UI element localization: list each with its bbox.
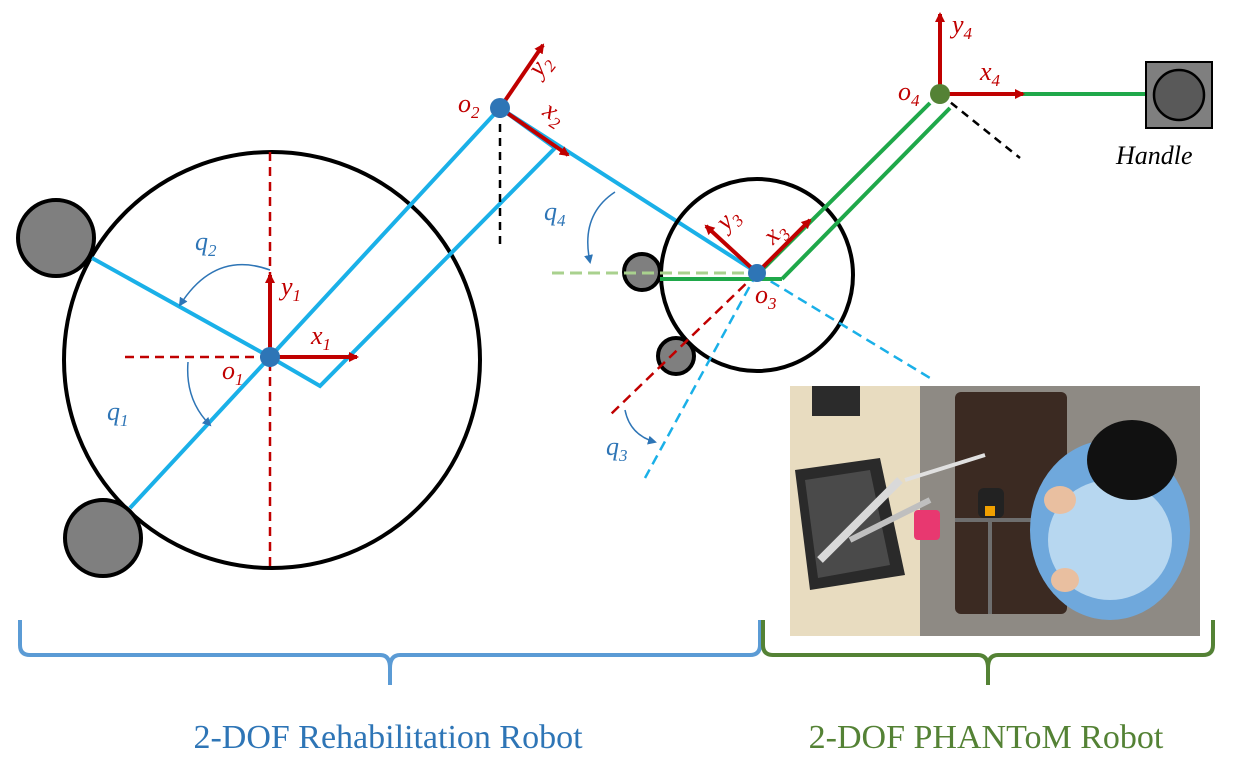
q2-label: q2 [195,227,217,260]
x2-axis-arrow [498,106,570,157]
o2-joint [490,98,510,118]
q4-label: q4 [544,197,566,230]
x4-label: x4 [979,57,1001,90]
y3-axis-arrow [704,224,759,275]
rehab-base-circle [62,150,482,570]
phantom-brace [761,620,1215,685]
y2-label: y2 [520,48,561,87]
y4-label: y4 [949,10,973,43]
x1-label: x1 [310,321,331,354]
q4-angle-arc [584,191,616,264]
phantom-robot-caption: 2-DOF PHANToM Robot [809,719,1164,756]
o2-label: o2 [458,89,480,122]
q1-angle-arc [186,361,212,427]
q1-label: q1 [107,397,129,430]
q3-label: q3 [606,432,628,465]
y2-axis-arrow [498,43,545,110]
rehab-brace [18,620,762,685]
o3-joint [748,264,766,282]
q3-angle-arc [624,409,657,445]
o4-joint [930,84,950,104]
handle-knob [1152,68,1206,122]
o1-joint [260,347,280,367]
o1-label: o1 [222,356,244,389]
x3-axis-arrow [755,218,812,275]
o3-label: o3 [755,280,777,313]
robot-photo [790,386,1200,636]
y1-label: y1 [278,272,301,305]
phantom-link-parallel-b [780,106,952,281]
rehab-robot-caption: 2-DOF Rehabilitation Robot [193,719,583,756]
rehab-support-wheel-bottom [63,498,143,578]
o4-label: o4 [898,77,920,110]
o4-dashed-reference [939,93,1021,159]
q2-angle-arc [178,263,271,307]
rehab-support-wheel-top [16,198,96,278]
x2-label: x2 [535,94,571,133]
x3-label: x3 [756,215,794,253]
o3-blue-dashed-reference-lower [643,272,759,479]
handle-label: Handle [1115,141,1193,170]
o3-red-dashed-reference [609,272,758,416]
phantom-wheel-bottom [656,336,696,376]
o3-blue-dashed-reference-right [756,271,931,380]
